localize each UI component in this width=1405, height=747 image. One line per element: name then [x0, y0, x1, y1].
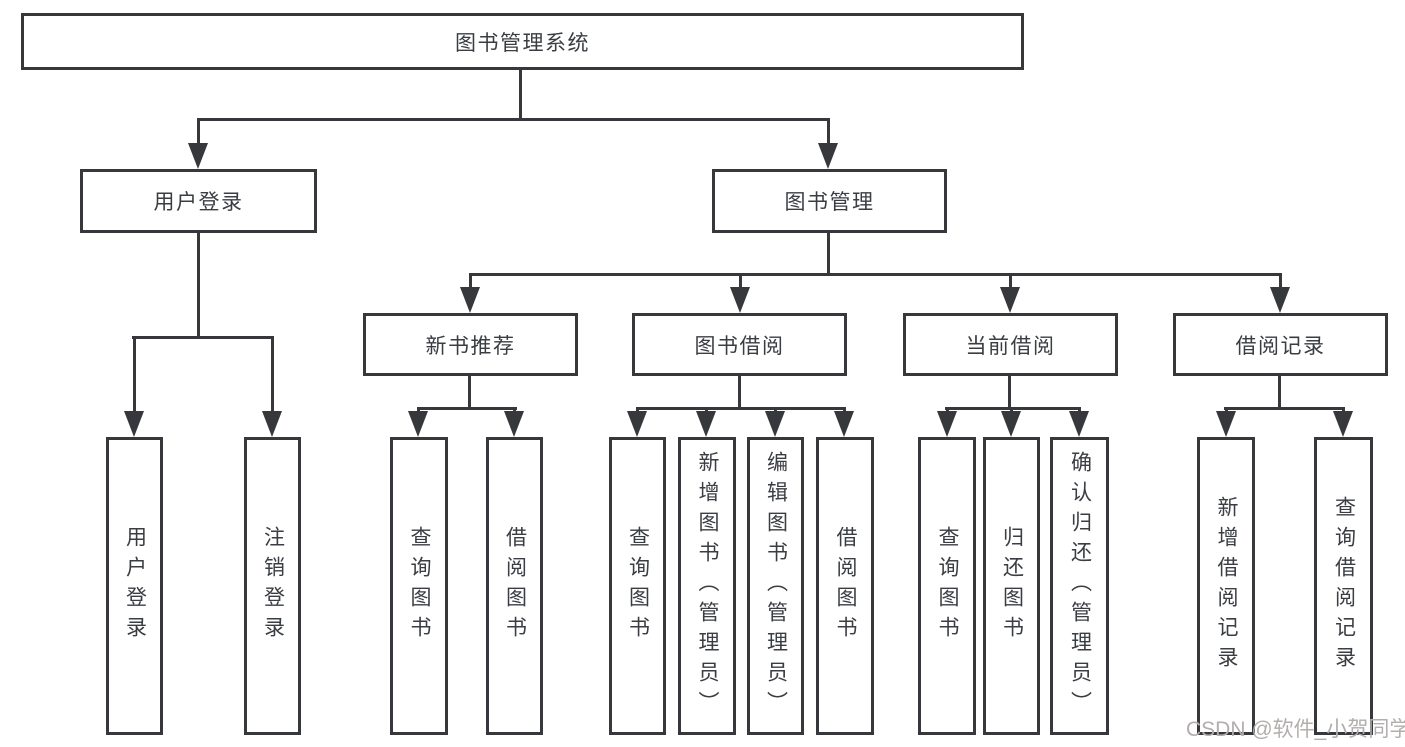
- arrow-down-icon: [937, 411, 957, 437]
- arrow-stem: [1009, 273, 1012, 291]
- arrow-down-icon: [696, 411, 716, 437]
- leaf-bb-borrow-books: 借阅图书: [816, 437, 874, 735]
- leaf-bb-add-books-admin: 新增图书（管理员）: [678, 437, 736, 735]
- arrow-down-icon: [1001, 411, 1021, 437]
- connector-user-login-bar: [132, 336, 274, 339]
- node-borrowing-records: 借阅记录: [1173, 313, 1388, 376]
- arrow-down-icon: [124, 411, 144, 437]
- leaf-cb-query-books: 查询图书: [918, 437, 976, 735]
- connector-current-borrow-stem: [1008, 376, 1011, 407]
- arrow-down-icon: [818, 143, 838, 169]
- arrow-down-icon: [188, 143, 208, 169]
- leaf-bb-edit-books-admin: 编辑图书（管理员）: [747, 437, 804, 735]
- arrow-down-icon: [834, 411, 854, 437]
- leaf-br-add-record: 新增借阅记录: [1197, 437, 1255, 735]
- connector-borrow-records-bar: [1224, 407, 1345, 410]
- arrow-down-icon: [460, 287, 480, 313]
- leaf-nbr-query-books: 查询图书: [390, 437, 448, 735]
- watermark: CSDN @软件_小贺同学: [1186, 718, 1405, 741]
- node-library-system: 图书管理系统: [21, 13, 1024, 70]
- connector-root-stem: [519, 70, 522, 118]
- node-current-borrowing: 当前借阅: [903, 313, 1118, 376]
- arrow-down-icon: [730, 287, 750, 313]
- leaf-logout: 注销登录: [244, 437, 301, 735]
- arrow-stem: [739, 273, 742, 291]
- arrow-down-icon: [765, 411, 785, 437]
- arrow-stem: [827, 118, 830, 147]
- arrow-stem: [271, 336, 274, 415]
- node-book-borrowing: 图书借阅: [632, 313, 847, 376]
- leaf-cb-return-books: 归还图书: [983, 437, 1040, 735]
- node-new-book-recommend: 新书推荐: [363, 313, 578, 376]
- connector-book-mgmt-bar: [469, 273, 1282, 276]
- connector-top-bar: [197, 118, 830, 121]
- arrow-down-icon: [408, 411, 428, 437]
- arrow-down-icon: [262, 411, 282, 437]
- arrow-stem: [133, 336, 136, 415]
- connector-new-book-rec-bar: [417, 407, 517, 410]
- arrow-down-icon: [504, 411, 524, 437]
- node-book-management: 图书管理: [712, 169, 947, 233]
- arrow-stem: [469, 273, 472, 291]
- arrow-stem: [1279, 273, 1282, 291]
- leaf-br-query-record: 查询借阅记录: [1314, 437, 1373, 735]
- connector-book-mgmt-stem: [827, 233, 830, 273]
- node-user-login: 用户登录: [80, 169, 317, 233]
- arrow-down-icon: [627, 411, 647, 437]
- connector-user-login-stem: [197, 233, 200, 336]
- arrow-down-icon: [1270, 287, 1290, 313]
- connector-new-book-rec-stem: [468, 376, 471, 407]
- arrow-down-icon: [1000, 287, 1020, 313]
- arrow-down-icon: [1216, 411, 1236, 437]
- arrow-stem: [197, 118, 200, 147]
- arrow-down-icon: [1333, 411, 1353, 437]
- connector-book-borrow-stem: [738, 376, 741, 407]
- leaf-nbr-borrow-books: 借阅图书: [486, 437, 543, 735]
- connector-current-borrow-bar: [945, 407, 1081, 410]
- leaf-cb-confirm-return-admin: 确认归还（管理员）: [1050, 437, 1109, 735]
- leaf-user-login: 用户登录: [106, 437, 163, 735]
- connector-book-borrow-bar: [636, 407, 846, 410]
- connector-borrow-records-stem: [1278, 376, 1281, 407]
- arrow-down-icon: [1069, 411, 1089, 437]
- leaf-bb-query-books: 查询图书: [609, 437, 666, 735]
